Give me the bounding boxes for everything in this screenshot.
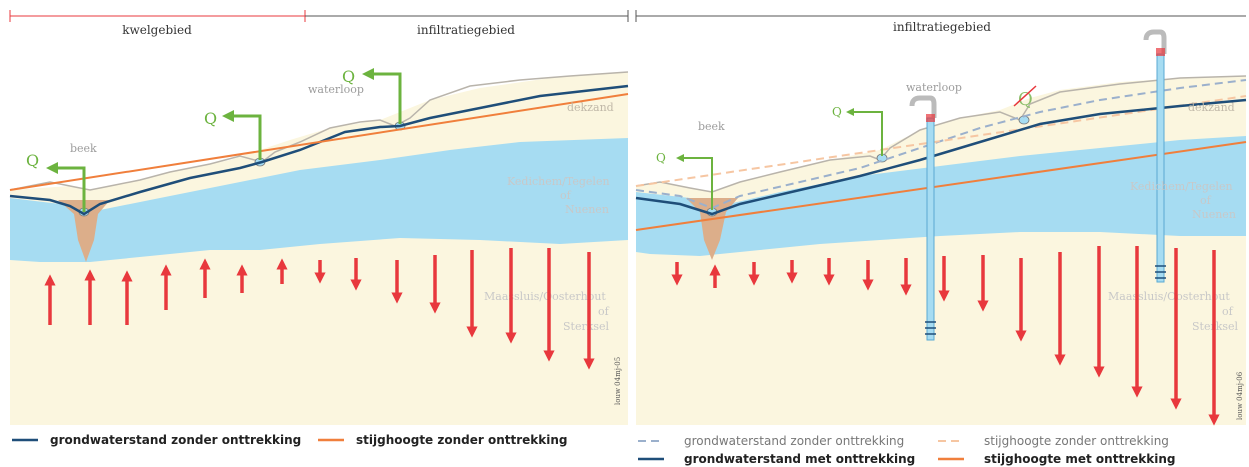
clay-plug <box>58 200 110 262</box>
legend-label: stijghoogte zonder onttrekking <box>356 433 568 447</box>
well-deep <box>1143 29 1167 283</box>
legend-right: grondwaterstand zonder onttrekking stijg… <box>638 434 1175 466</box>
left-panel: kwelgebied infiltratiegebied Q Q Q beek … <box>9 10 629 447</box>
label-kedichem: Kedichem/Tegelen <box>507 175 610 188</box>
label-sterksel: Sterksel <box>563 320 610 333</box>
label-of: of <box>598 305 610 318</box>
label-beek: beek <box>698 120 725 133</box>
q-arrow <box>222 110 262 160</box>
region-label-kwelgebied: kwelgebied <box>122 23 192 37</box>
legend-label: stijghoogte zonder onttrekking <box>984 434 1169 448</box>
region-label-infiltratiegebied: infiltratiegebied <box>893 20 991 34</box>
q-label: Q <box>832 105 842 119</box>
label-of: of <box>1222 305 1234 318</box>
pump-icon <box>1156 48 1165 56</box>
q-arrow <box>46 162 86 212</box>
label-nuenen: Nuenen <box>565 203 609 216</box>
q-label: Q <box>342 67 355 86</box>
q-label: Q <box>204 109 217 128</box>
region-label-infiltratiegebied: infiltratiegebied <box>417 23 515 37</box>
label-dekzand: dekzand <box>1188 101 1235 114</box>
legend-label: grondwaterstand zonder onttrekking <box>50 433 301 447</box>
well-shaft <box>1156 53 1165 283</box>
head-line <box>9 93 629 191</box>
label-of: of <box>560 189 572 202</box>
groundwater-line <box>9 84 629 216</box>
flow-arrows <box>671 246 1220 426</box>
clay-plug <box>686 198 738 260</box>
flow-arrows <box>44 248 595 370</box>
aquifer-layer <box>636 136 1246 256</box>
pump-icon <box>926 114 935 122</box>
legend-label: grondwaterstand met onttrekking <box>684 452 915 466</box>
well-shaft <box>926 117 935 341</box>
label-nuenen: Nuenen <box>1192 208 1236 221</box>
credit: louw 04mj-05 <box>614 357 622 405</box>
label-maassluis: Maassluis/Oosterhout <box>484 290 606 303</box>
label-waterloop: waterloop <box>906 81 962 94</box>
q-arrow <box>676 154 713 210</box>
well-pipe <box>909 95 937 118</box>
head-line <box>635 141 1247 231</box>
groundwater-line <box>635 98 1247 216</box>
strike-through <box>1013 85 1037 107</box>
label-beek: beek <box>70 142 97 155</box>
q-label-cancelled: Q <box>1018 89 1033 110</box>
q-arrow <box>362 68 402 124</box>
label-waterloop: waterloop <box>308 83 364 96</box>
label-kedichem: Kedichem/Tegelen <box>1130 180 1233 193</box>
label-maassluis: Maassluis/Oosterhout <box>1108 290 1230 303</box>
legend-label: grondwaterstand zonder onttrekking <box>684 434 904 448</box>
q-label: Q <box>656 151 666 165</box>
well-pipe <box>1143 29 1167 54</box>
q-label: Q <box>26 151 39 170</box>
legend-left: grondwaterstand zonder onttrekking stijg… <box>12 433 568 447</box>
legend-label: stijghoogte met onttrekking <box>984 452 1175 466</box>
aquifer-layer <box>10 138 628 262</box>
credit: louw 04mj-06 <box>1236 371 1244 420</box>
label-dekzand: dekzand <box>567 101 614 114</box>
q-arrow <box>846 108 883 156</box>
groundwater-line-dashed <box>635 79 1247 210</box>
right-panel: infiltratiegebied <box>635 10 1247 466</box>
well-shallow <box>909 95 937 341</box>
label-of: of <box>1200 194 1212 207</box>
head-line-dashed <box>635 95 1247 187</box>
